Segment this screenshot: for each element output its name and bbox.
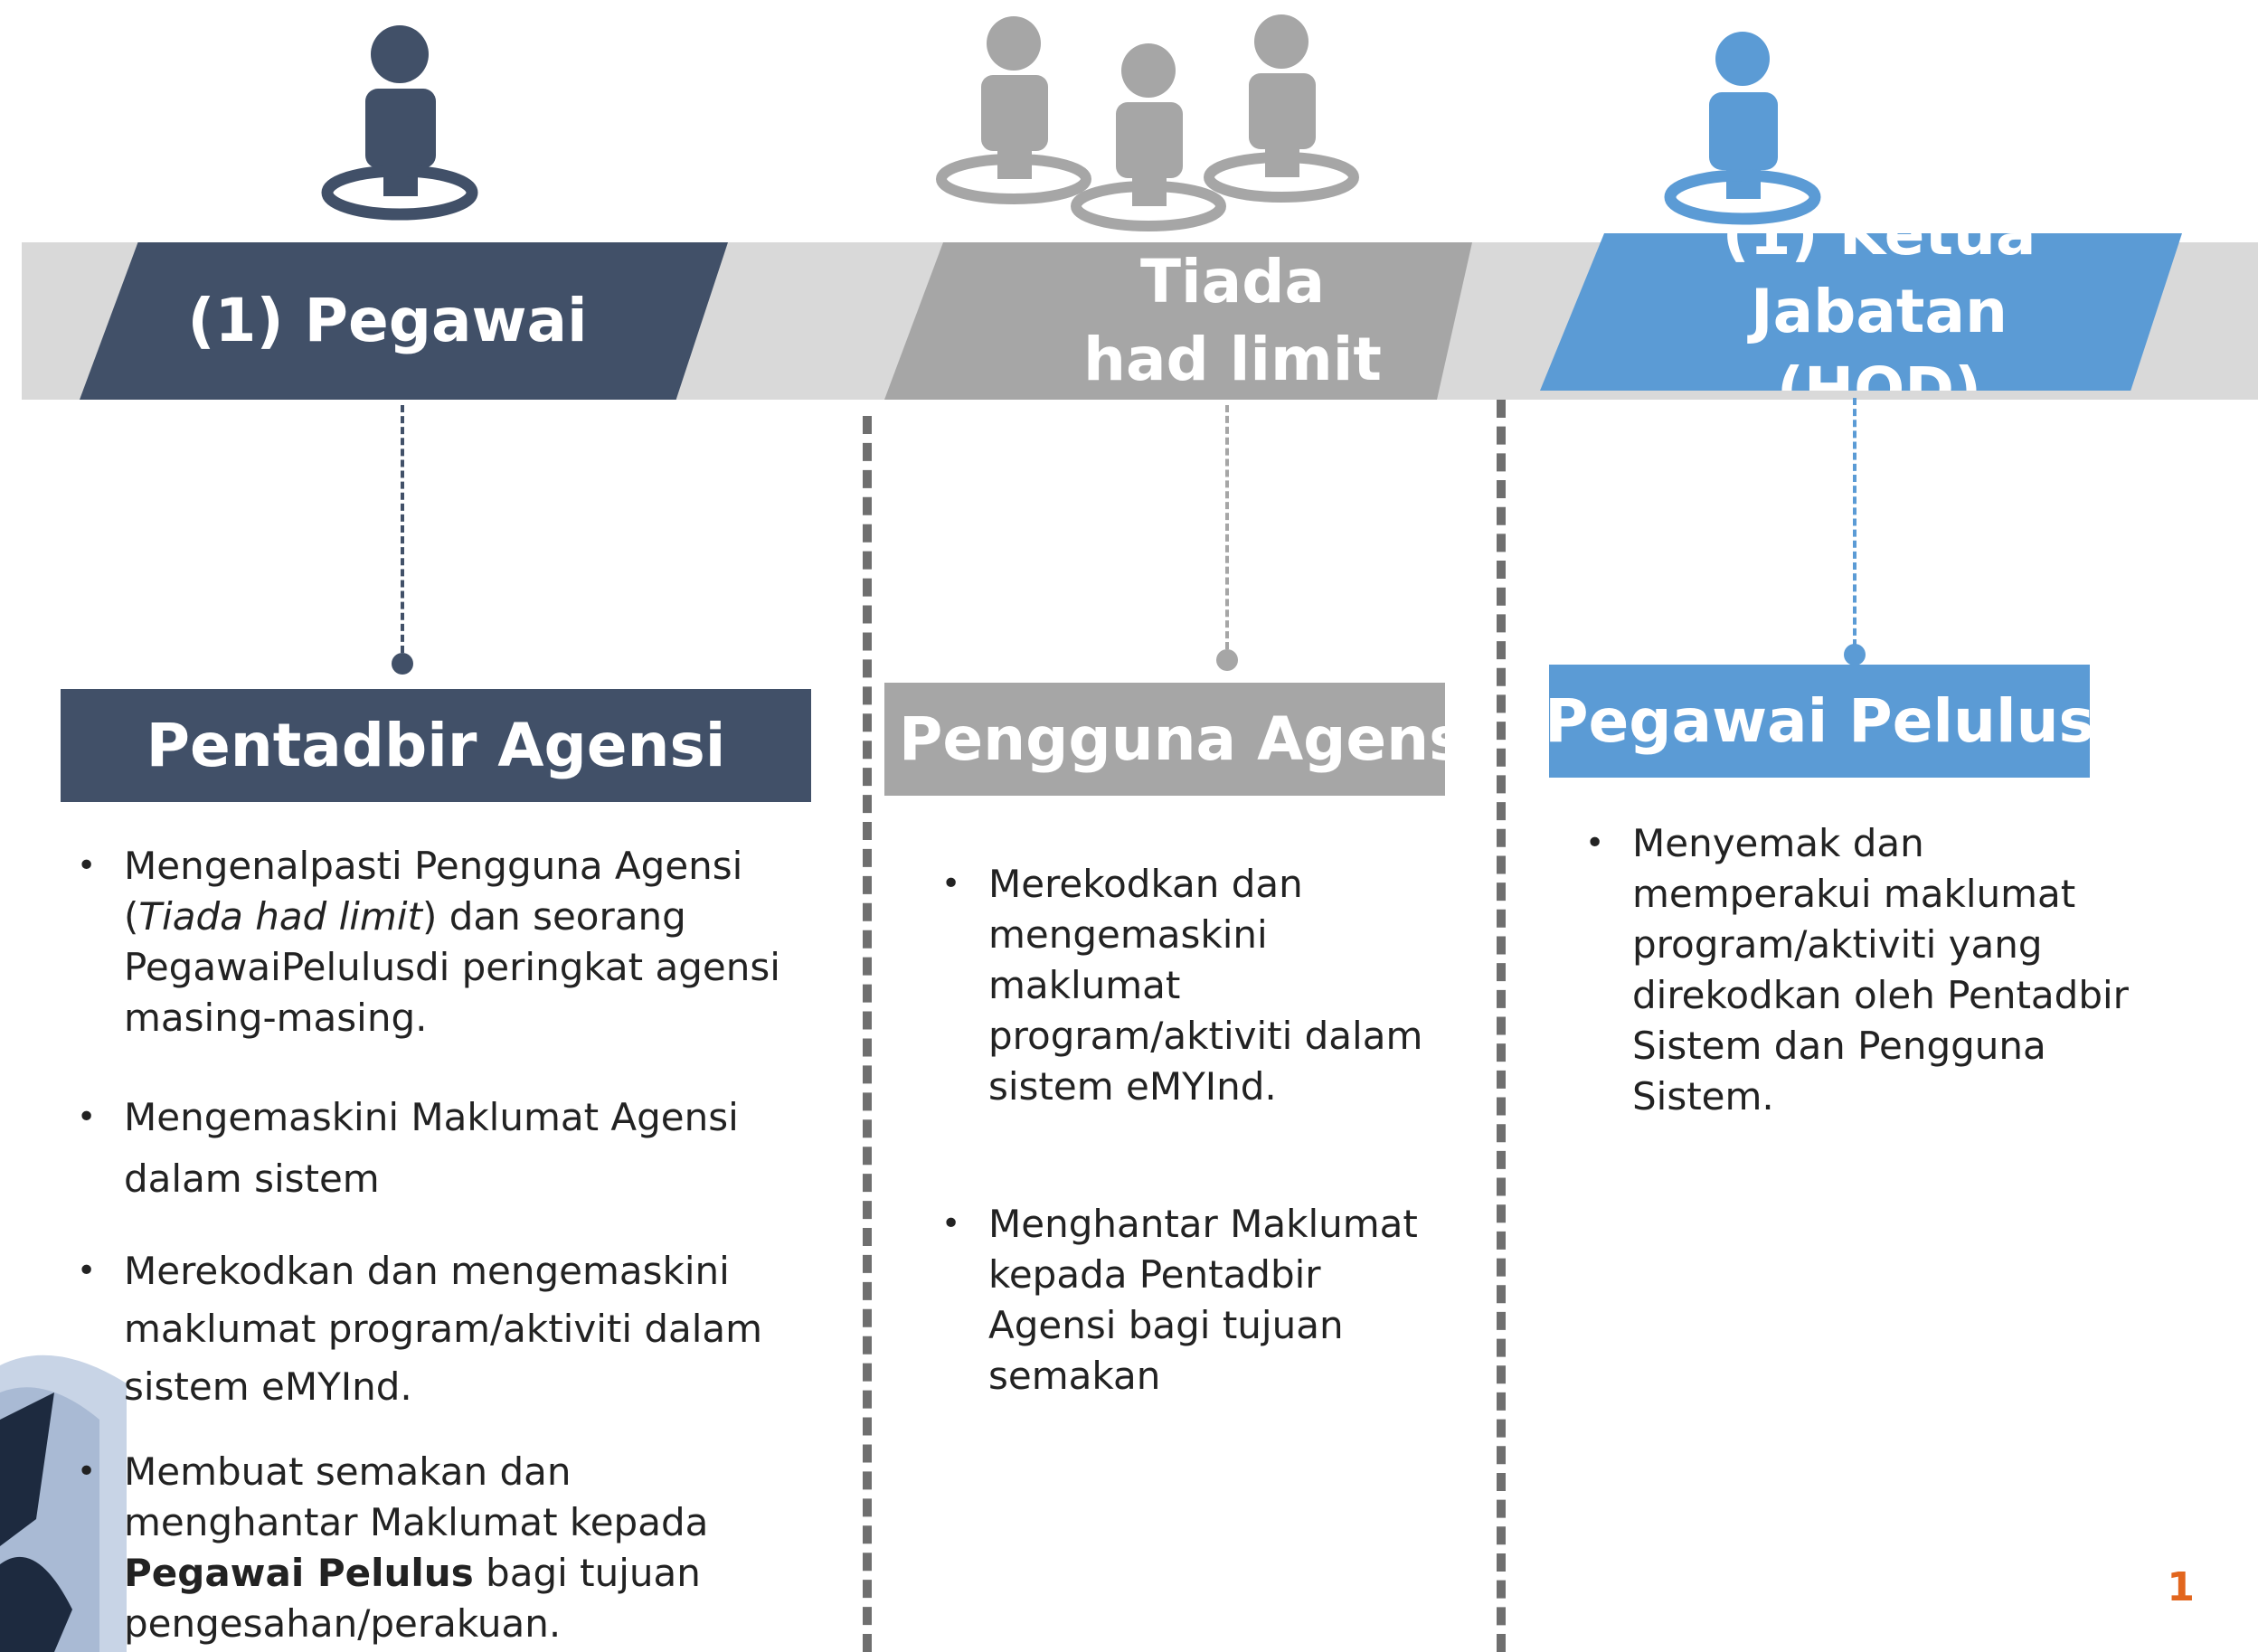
connector-line [1225,405,1229,649]
people-group-icon [936,14,1359,231]
role-title: Pengguna Agensi [898,704,1486,774]
connector-dot [392,653,413,675]
duty-item: Mengenalpasti Pengguna Agensi (Tiada had… [77,841,811,1043]
column-separator [1497,400,1506,1652]
role-title: Pentadbir Agensi [146,711,726,780]
banner-ketua-jabatan: (1) Ketua Jabatan (HOD) [1540,233,2182,391]
role-duties: Mengenalpasti Pengguna Agensi (Tiada had… [77,841,811,1649]
connector-dot [1844,644,1866,666]
person-pin-icon [1664,32,1821,225]
role-duties: Merekodkan dan mengemaskini maklumat pro… [941,859,1441,1402]
banner-tiada-had: Tiada had limit [884,242,1472,400]
duty-item: Membuat semakan dan menghantar Maklumat … [77,1447,811,1649]
column-separator [863,416,872,1652]
role-box: Pegawai Pelulus [1545,665,2094,778]
duty-item: Merekodkan dan mengemaskini maklumat pro… [77,1242,811,1416]
duty-item: Menghantar Maklumat kepada Pentadbir Age… [941,1199,1441,1402]
banner-label: (1) Ketua Jabatan (HOD) [1722,199,2036,424]
role-title: Pegawai Pelulus [1545,686,2094,756]
role-box: Pentadbir Agensi [61,689,811,802]
page-number: 1 [2167,1564,2195,1610]
banner-label: (1) Pegawai [187,286,588,355]
banner-label: Tiada had limit [1083,247,1382,394]
duty-item: Mengemaskini Maklumat Agensi dalam siste… [77,1087,811,1210]
role-duties: Menyemak dan memperakui maklumat program… [1585,818,2139,1122]
banner-pegawai: (1) Pegawai [80,242,728,400]
corner-decoration [0,1355,127,1652]
person-pin-icon [321,25,478,221]
duty-item: Merekodkan dan mengemaskini maklumat pro… [941,859,1441,1112]
connector-line [1853,398,1856,647]
role-box: Pengguna Agensi [884,683,1485,796]
duty-item: Menyemak dan memperakui maklumat program… [1585,818,2139,1122]
connector-dot [1216,649,1238,671]
connector-line [401,405,404,653]
